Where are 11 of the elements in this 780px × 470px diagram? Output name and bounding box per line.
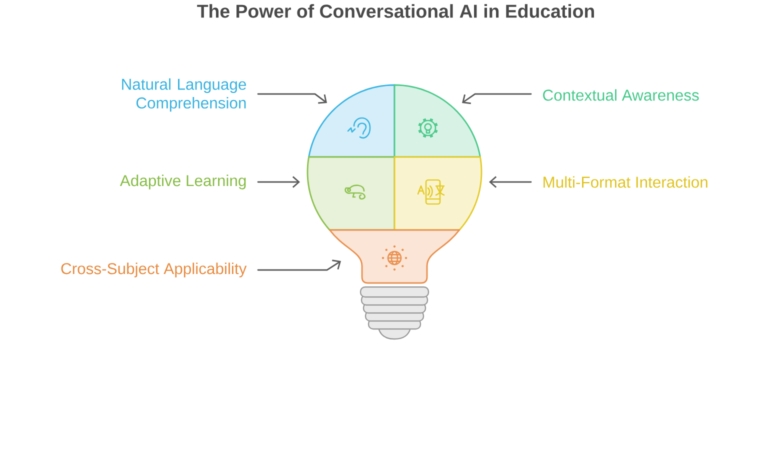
- arrow: [257, 260, 341, 271]
- arrow: [462, 93, 532, 104]
- feature-label: Contextual Awareness: [543, 89, 699, 101]
- arrow: [257, 176, 300, 188]
- arrow: [489, 176, 532, 188]
- title: The Power of Conversational AI in Education: [197, 4, 594, 18]
- feature-label: Multi-Format Interaction: [544, 176, 708, 188]
- arrow: [257, 93, 327, 104]
- feature-label: Natural Language Comprehension: [122, 78, 246, 112]
- feature-label: Cross-Subject Applicability: [61, 262, 247, 278]
- feature-label: Adaptive Learning: [120, 174, 246, 190]
